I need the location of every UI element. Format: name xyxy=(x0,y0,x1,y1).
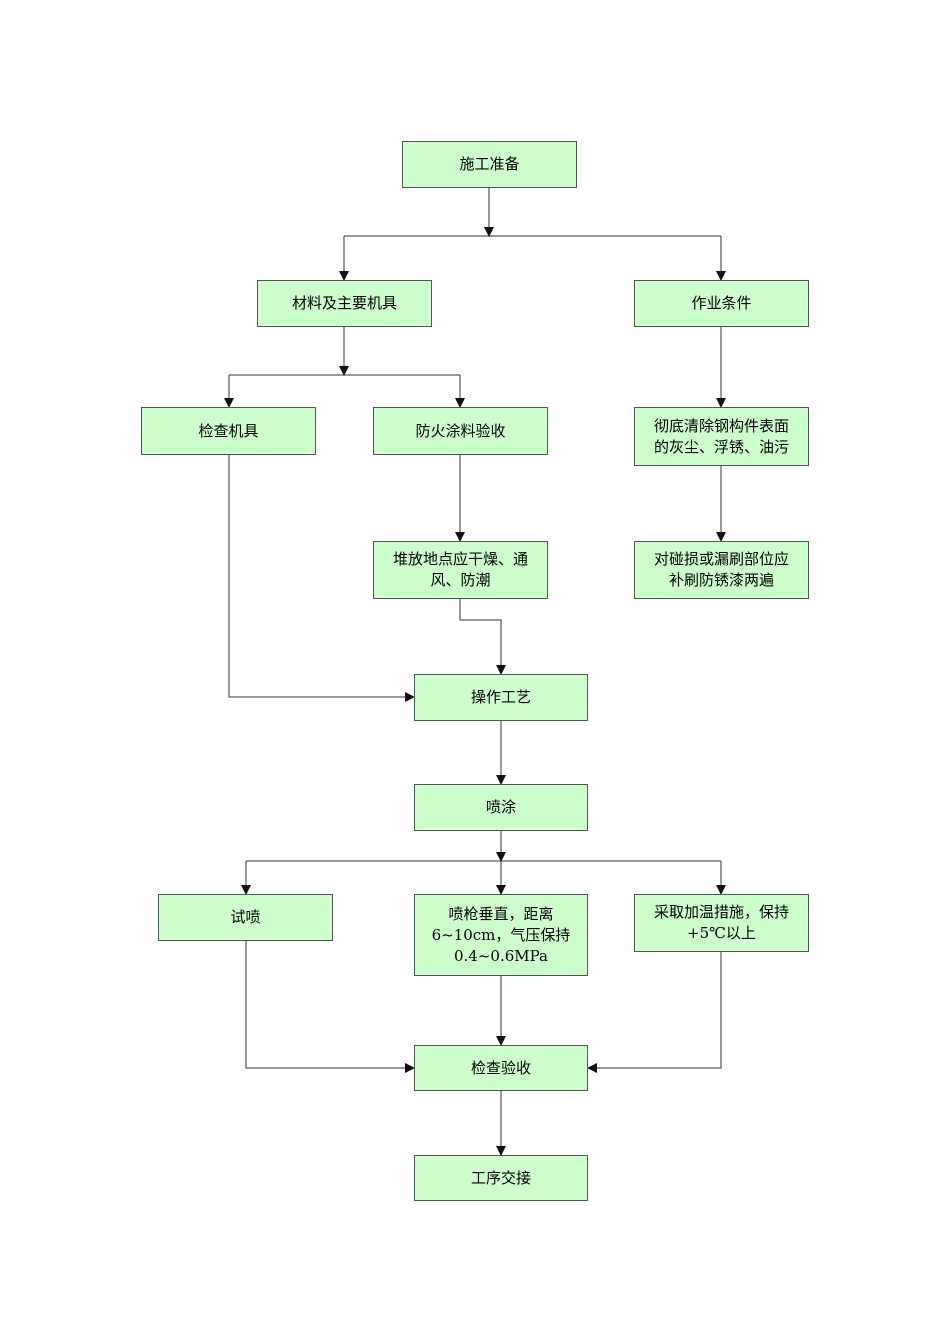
edge-heating-inspect xyxy=(587,952,722,1073)
node-process-handover-label: 工序交接 xyxy=(470,1168,531,1187)
node-inspection-acceptance: 检查验收 xyxy=(414,1045,588,1091)
edge-trial-inspect xyxy=(245,941,415,1073)
node-clean-surface: 彻底清除钢构件表面 的灰尘、浮锈、油污 xyxy=(634,407,809,466)
edge-check-tools-process xyxy=(228,455,415,702)
node-trial-spray-label: 试喷 xyxy=(230,908,261,926)
node-materials-tools: 材料及主要机具 xyxy=(257,280,432,327)
node-construction-prep-label: 施工准备 xyxy=(459,155,520,173)
node-materials-tools-label: 材料及主要机具 xyxy=(291,294,397,312)
node-fireproof-coating-acceptance: 防火涂料验收 xyxy=(373,407,548,455)
node-storage-conditions-label: 堆放地点应干燥、通 风、防潮 xyxy=(392,550,528,589)
node-clean-surface-label: 彻底清除钢构件表面 的灰尘、浮锈、油污 xyxy=(653,416,789,456)
node-construction-prep: 施工准备 xyxy=(402,141,577,188)
edge-storage-process xyxy=(459,599,506,675)
node-inspection-acceptance-label: 检查验收 xyxy=(470,1058,531,1077)
node-spray-parameters: 喷枪垂直，距离 6~10cm，气压保持 0.4~0.6MPa xyxy=(414,894,588,976)
node-process-handover: 工序交接 xyxy=(414,1155,588,1201)
node-heating-measures: 采取加温措施，保持 +5℃以上 xyxy=(634,894,809,952)
node-check-tools: 检查机具 xyxy=(141,407,316,455)
node-check-tools-label: 检查机具 xyxy=(198,421,259,440)
node-touchup-primer-label: 对碰损或漏刷部位应 补刷防锈漆两遍 xyxy=(653,550,789,589)
node-heating-measures-label: 采取加温措施，保持 +5℃以上 xyxy=(653,903,789,942)
node-touchup-primer: 对碰损或漏刷部位应 补刷防锈漆两遍 xyxy=(634,541,809,599)
node-operation-process: 操作工艺 xyxy=(414,674,588,721)
node-fireproof-coating-acceptance-label: 防火涂料验收 xyxy=(415,421,506,440)
node-operation-process-label: 操作工艺 xyxy=(470,688,531,706)
node-work-conditions-label: 作业条件 xyxy=(691,294,752,312)
node-work-conditions: 作业条件 xyxy=(634,280,809,327)
node-spray-parameters-label: 喷枪垂直，距离 6~10cm，气压保持 0.4~0.6MPa xyxy=(431,904,571,965)
node-trial-spray: 试喷 xyxy=(158,894,333,941)
node-spraying-label: 喷涂 xyxy=(485,798,516,816)
node-storage-conditions: 堆放地点应干燥、通 风、防潮 xyxy=(373,541,548,599)
node-spraying: 喷涂 xyxy=(414,784,588,831)
